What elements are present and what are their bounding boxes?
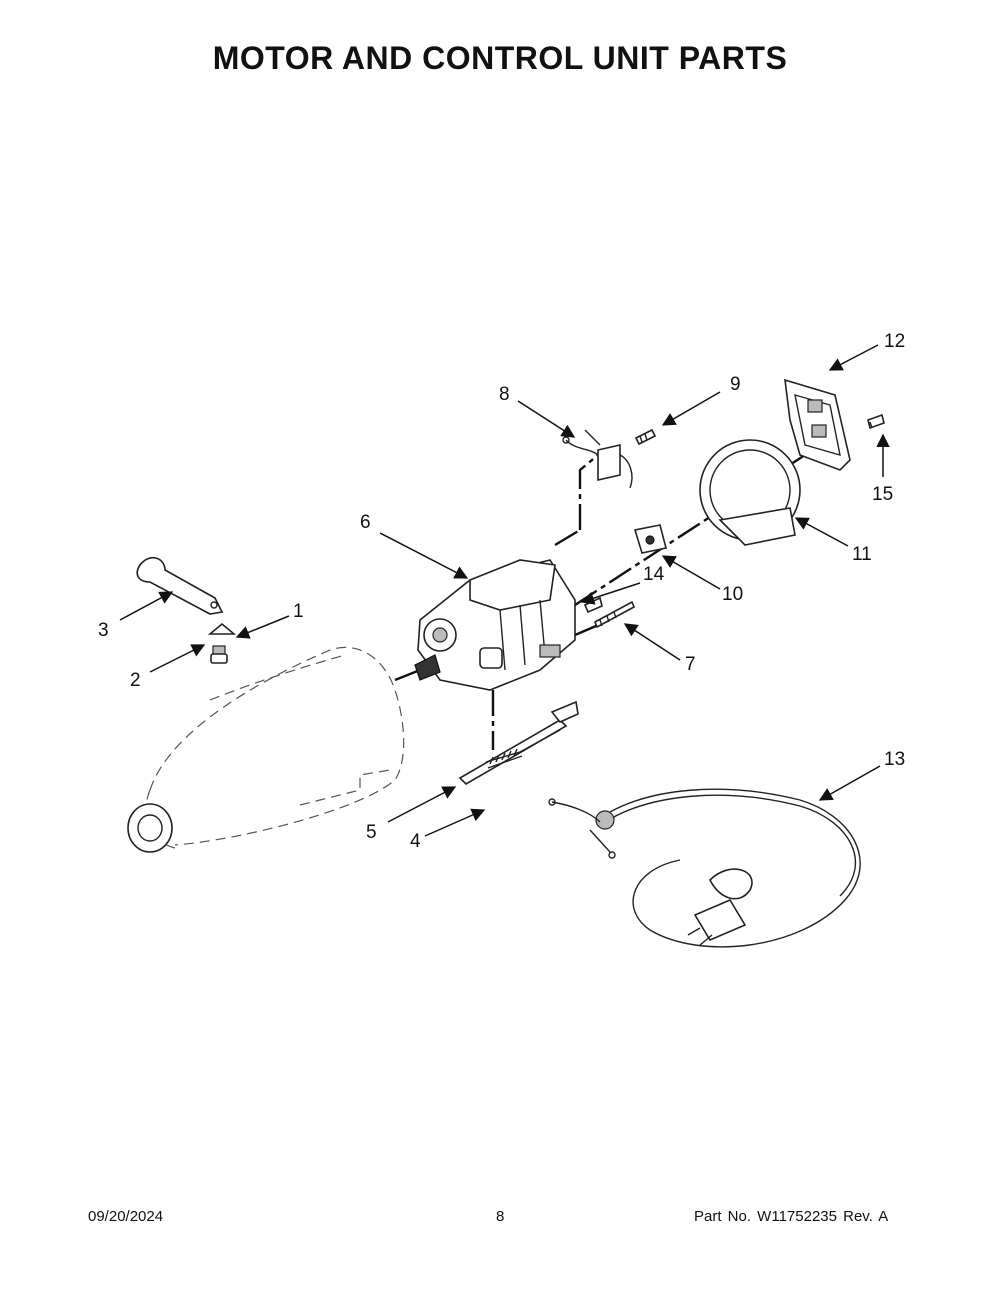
callout-2: 2 bbox=[130, 670, 141, 691]
ring-bracket-part bbox=[699, 439, 801, 546]
page-title: MOTOR AND CONTROL UNIT PARTS bbox=[212, 40, 788, 76]
callout-1: 1 bbox=[293, 601, 304, 622]
callout-5: 5 bbox=[366, 822, 377, 843]
callout-13: 13 bbox=[884, 749, 905, 770]
callout-6: 6 bbox=[360, 512, 371, 533]
callout-9: 9 bbox=[730, 374, 741, 395]
callout-14: 14 bbox=[643, 564, 665, 585]
screw-7-part bbox=[593, 600, 636, 629]
callout-4: 4 bbox=[410, 831, 421, 852]
power-cord-part bbox=[548, 788, 861, 948]
motor-part bbox=[414, 559, 576, 691]
motor-housing-outline bbox=[127, 646, 405, 853]
screw-15-part bbox=[867, 413, 885, 430]
screw-9-part bbox=[634, 428, 657, 446]
callout-7: 7 bbox=[685, 654, 696, 675]
callout-labels: 1 2 3 4 5 6 7 8 9 10 11 12 13 14 15 bbox=[98, 331, 905, 852]
link-bar-part bbox=[458, 700, 579, 786]
callout-12: 12 bbox=[884, 331, 905, 352]
spring-part bbox=[485, 729, 561, 769]
callout-15: 15 bbox=[872, 484, 893, 505]
callout-8: 8 bbox=[499, 384, 510, 405]
bushing-part bbox=[633, 524, 667, 554]
callout-10: 10 bbox=[722, 584, 743, 605]
callout-11: 11 bbox=[852, 544, 872, 565]
control-board-part bbox=[784, 378, 851, 471]
page-footer: 09/20/2024 8 Part No. W11752235 Rev. A bbox=[0, 1208, 1000, 1232]
leader-arrows bbox=[119, 344, 890, 837]
connector-bracket-part bbox=[562, 429, 633, 489]
lever-part bbox=[136, 556, 224, 615]
washer-part bbox=[207, 622, 237, 635]
screw-part bbox=[210, 645, 228, 664]
footer-page-number: 8 bbox=[496, 1208, 505, 1225]
callout-3: 3 bbox=[98, 620, 109, 641]
footer-date: 09/20/2024 bbox=[88, 1208, 164, 1225]
footer-part-number: Part No. W11752235 Rev. A bbox=[694, 1208, 889, 1225]
